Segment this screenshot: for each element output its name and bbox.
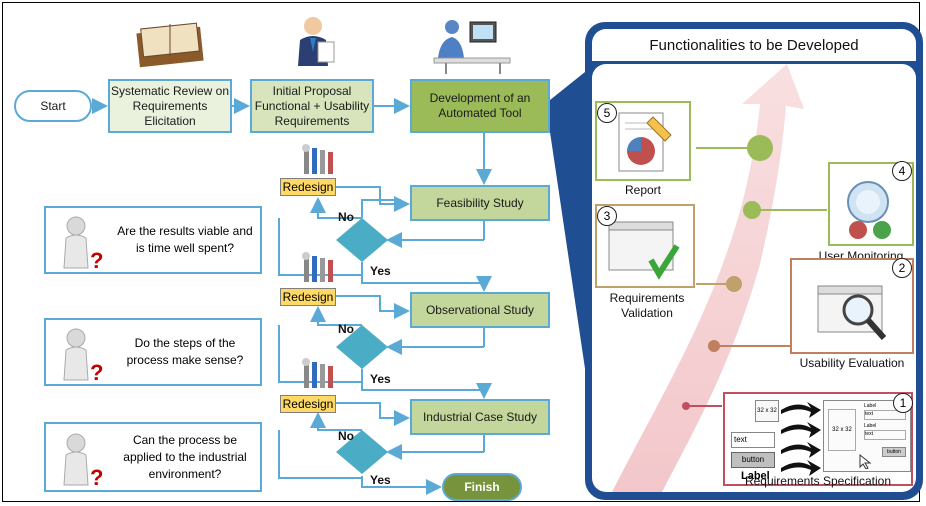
redesign-box-2: Redesign xyxy=(280,288,336,306)
mockup-text-1: text xyxy=(864,410,906,420)
growth-arrow xyxy=(612,64,827,492)
systematic-review-node: Systematic Review on Requirements Elicit… xyxy=(108,79,232,133)
tools-icon-1 xyxy=(302,144,333,174)
feature-label-report: Report xyxy=(624,183,662,197)
question-text-3: Can the process be applied to the indust… xyxy=(123,432,247,481)
feature-number-1: 1 xyxy=(893,393,913,413)
question-box-3: ? Can the process be applied to the indu… xyxy=(44,422,262,492)
svg-text:?: ? xyxy=(90,465,103,489)
thinking-person-icon: ? xyxy=(63,216,103,272)
feature-requirements-validation xyxy=(595,204,695,288)
wireframe-image-box: 32 x 32 xyxy=(755,400,779,422)
yes-label-3: Yes xyxy=(370,473,391,487)
report-icon xyxy=(618,112,672,172)
question-box-1: ? Are the results viable and is time wel… xyxy=(44,206,262,274)
decision-diamond-3 xyxy=(336,430,388,474)
question-text-2: Do the steps of the process make sense? xyxy=(126,336,244,367)
arrows-icon xyxy=(781,402,821,476)
panel-title: Functionalities to be Developed xyxy=(592,29,916,61)
panel-body: 5 Report 4 User Monitoring 3 Requirement… xyxy=(592,64,916,492)
tools-icon-3 xyxy=(302,358,333,388)
yes-label-2: Yes xyxy=(370,372,391,386)
initial-proposal-node: Initial Proposal Functional + Usability … xyxy=(250,79,374,133)
question-box-2: ? Do the steps of the process make sense… xyxy=(44,318,262,386)
decision-diamond-2 xyxy=(336,325,388,369)
no-label-2: No xyxy=(338,322,354,336)
yes-label-1: Yes xyxy=(370,264,391,278)
cursor-icon xyxy=(859,453,872,469)
no-label-3: No xyxy=(338,429,354,443)
automated-tool-node: Development of an Automated Tool xyxy=(410,79,550,133)
monitoring-icon xyxy=(847,181,891,239)
feature-number-2: 2 xyxy=(892,258,912,278)
decision-diamond-1 xyxy=(336,218,388,262)
feasibility-study-node: Feasibility Study xyxy=(410,185,550,221)
mockup-label-1: Label xyxy=(864,403,877,409)
feature-label-requirements-validation: Requirements Validation xyxy=(609,291,685,320)
functionalities-panel: Functionalities to be Developed xyxy=(585,22,923,500)
question-text-1: Are the results viable and is time well … xyxy=(117,224,253,255)
industrial-case-study-node: Industrial Case Study xyxy=(410,399,550,435)
mockup-label-2: Label xyxy=(864,423,877,429)
validation-icon xyxy=(608,221,680,280)
start-node: Start xyxy=(14,90,92,122)
wireframe-button: button xyxy=(731,452,775,468)
feature-number-4: 4 xyxy=(892,161,912,181)
svg-text:?: ? xyxy=(90,248,103,272)
feature-label-usability-evaluation: Usability Evaluation xyxy=(799,356,905,370)
finish-node: Finish xyxy=(442,473,522,501)
redesign-box-1: Redesign xyxy=(280,178,336,196)
observational-study-node: Observational Study xyxy=(410,292,550,328)
thinking-person-icon: ? xyxy=(63,328,103,384)
computer-user-icon xyxy=(433,20,511,74)
feature-number-3: 3 xyxy=(597,206,617,226)
thinking-person-icon: ? xyxy=(63,433,103,489)
mockup-image: 32 x 32 xyxy=(828,409,856,451)
feature-number-5: 5 xyxy=(597,103,617,123)
usability-icon xyxy=(817,285,887,340)
mockup-button: button xyxy=(882,447,906,457)
tools-icon-2 xyxy=(302,252,333,282)
wireframe-label: Label xyxy=(741,470,770,482)
feature-requirements-specification: 32 x 32 text button Label 32 x 32 Label … xyxy=(723,392,913,486)
wireframe-mockup: 32 x 32 Label text Label text button xyxy=(823,400,911,472)
person-icon xyxy=(298,17,335,66)
wireframe-text-box: text xyxy=(731,432,775,448)
mockup-text-2: text xyxy=(864,430,906,440)
book-icon xyxy=(136,22,204,68)
feature-label-requirements-specification: Requirements Specification xyxy=(744,474,892,488)
redesign-box-3: Redesign xyxy=(280,395,336,413)
no-label-1: No xyxy=(338,210,354,224)
svg-text:?: ? xyxy=(90,360,103,384)
